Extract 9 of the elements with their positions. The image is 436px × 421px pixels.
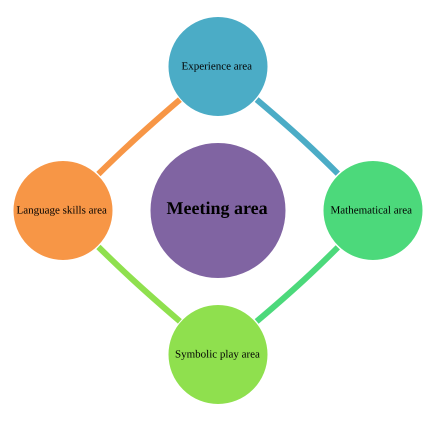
node-circle: Meeting area [148,141,288,280]
connector [254,245,340,324]
node-circle: Symbolic play area [166,303,270,406]
connector [96,97,182,176]
connector [96,244,182,324]
connector [254,97,340,176]
node-circle: Experience area [166,15,270,118]
node-circle: Language skills area [12,159,114,262]
node-circle: Mathematical area [322,159,424,262]
